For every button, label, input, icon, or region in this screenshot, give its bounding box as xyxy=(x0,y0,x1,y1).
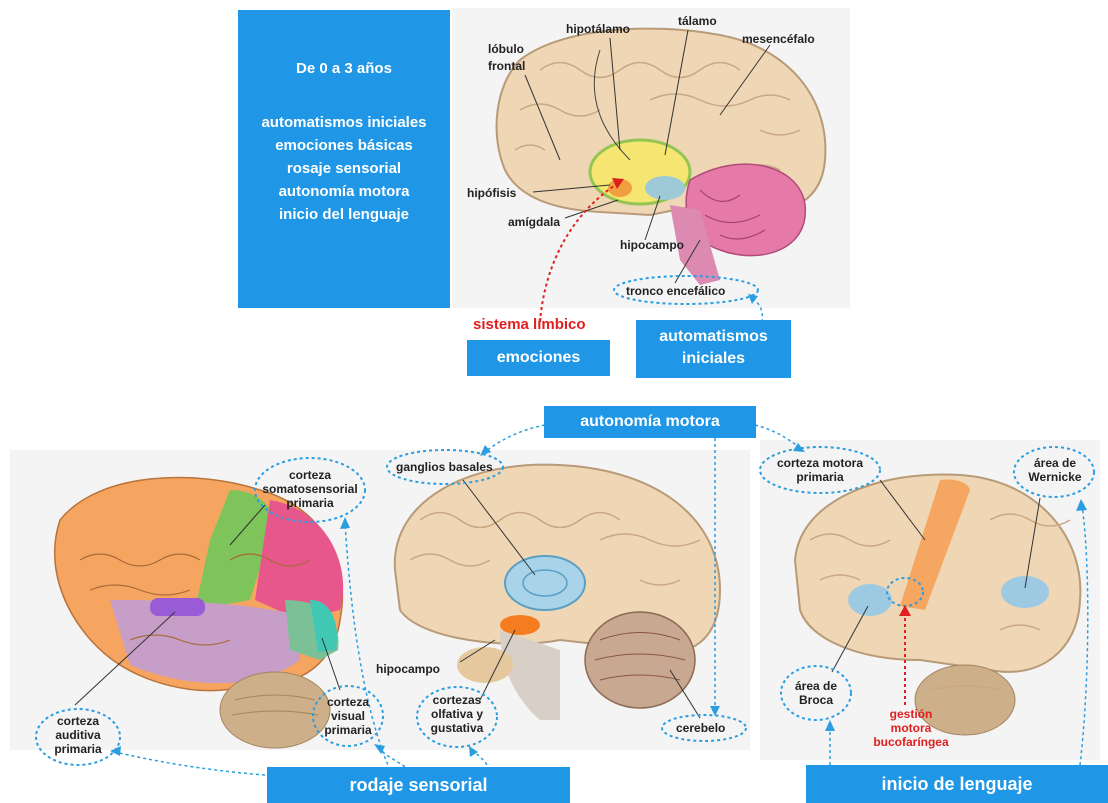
label-line: motora xyxy=(866,721,956,735)
label-hipocampo-bottom: hipocampo xyxy=(376,662,440,676)
label-lobulo: lóbulo xyxy=(488,42,524,56)
label-area-wernicke: área de Wernicke xyxy=(1020,456,1090,484)
info-box-item: autonomía motora xyxy=(238,180,450,203)
label-line: corteza xyxy=(40,714,116,728)
label-line: primaria xyxy=(40,742,116,756)
info-box-item: rosaje sensorial xyxy=(238,157,450,180)
automatismos-label-1: automatismos xyxy=(636,326,791,348)
rodaje-sensorial-box: rodaje sensorial xyxy=(267,767,570,803)
info-box-item: inicio del lenguaje xyxy=(238,203,450,226)
label-line: bucofaríngea xyxy=(866,735,956,749)
label-line: área de xyxy=(784,679,848,693)
label-line: primaria xyxy=(764,470,876,484)
info-box-title: De 0 a 3 años xyxy=(238,60,450,77)
label-hipocampo-top: hipocampo xyxy=(620,238,684,252)
label-line: visual xyxy=(318,709,378,723)
label-corteza-somatosensorial: corteza somatosensorial primaria xyxy=(256,468,364,510)
label-hipofisis: hipófisis xyxy=(467,186,516,200)
label-amigdala: amígdala xyxy=(508,215,560,229)
label-corteza-motora: corteza motora primaria xyxy=(764,456,876,484)
automatismos-box: automatismos iniciales xyxy=(636,320,791,378)
autonomia-motora-label: autonomía motora xyxy=(580,413,720,430)
label-frontal: frontal xyxy=(488,59,525,73)
left-brain-illustration xyxy=(55,478,343,748)
inicio-lenguaje-label: inicio de lenguaje xyxy=(881,774,1032,794)
label-corteza-auditiva: corteza auditiva primaria xyxy=(40,714,116,756)
rodaje-sensorial-label: rodaje sensorial xyxy=(349,775,487,795)
label-cerebelo: cerebelo xyxy=(676,721,725,735)
label-tronco: tronco encefálico xyxy=(626,284,725,298)
emociones-label: emociones xyxy=(497,349,581,366)
label-area-broca: área de Broca xyxy=(784,679,848,707)
inicio-lenguaje-box: inicio de lenguaje xyxy=(806,765,1108,803)
label-cortezas-olfativa: cortezas olfativa y gustativa xyxy=(420,693,494,735)
label-line: área de xyxy=(1020,456,1090,470)
middle-brain-illustration xyxy=(395,465,720,720)
info-box-item: emociones básicas xyxy=(238,134,450,157)
label-line: auditiva xyxy=(40,728,116,742)
emociones-box: emociones xyxy=(467,340,610,376)
label-ganglios-basales: ganglios basales xyxy=(396,460,493,474)
info-box: De 0 a 3 años automatismos iniciales emo… xyxy=(238,10,450,308)
label-line: cortezas xyxy=(420,693,494,707)
label-talamo: tálamo xyxy=(678,14,717,28)
label-line: corteza xyxy=(318,695,378,709)
label-sistema-limbico: sistema límbico xyxy=(473,316,586,334)
label-line: corteza xyxy=(256,468,364,482)
label-gestion-motora: gestión motora bucofaríngea xyxy=(866,707,956,749)
label-line: gestión xyxy=(866,707,956,721)
label-line: olfativa y xyxy=(420,707,494,721)
info-box-item: automatismos iniciales xyxy=(238,111,450,134)
label-line: Wernicke xyxy=(1020,470,1090,484)
automatismos-label-2: iniciales xyxy=(636,348,791,370)
label-mesencefalo: mesencéfalo xyxy=(742,32,815,46)
label-line: primaria xyxy=(318,723,378,737)
autonomia-motora-box: autonomía motora xyxy=(544,406,756,438)
label-line: gustativa xyxy=(420,721,494,735)
label-line: primaria xyxy=(256,496,364,510)
label-line: Broca xyxy=(784,693,848,707)
label-line: corteza motora xyxy=(764,456,876,470)
label-corteza-visual: corteza visual primaria xyxy=(318,695,378,737)
label-hipotalamo: hipotálamo xyxy=(566,22,630,36)
label-line: somatosensorial xyxy=(256,482,364,496)
